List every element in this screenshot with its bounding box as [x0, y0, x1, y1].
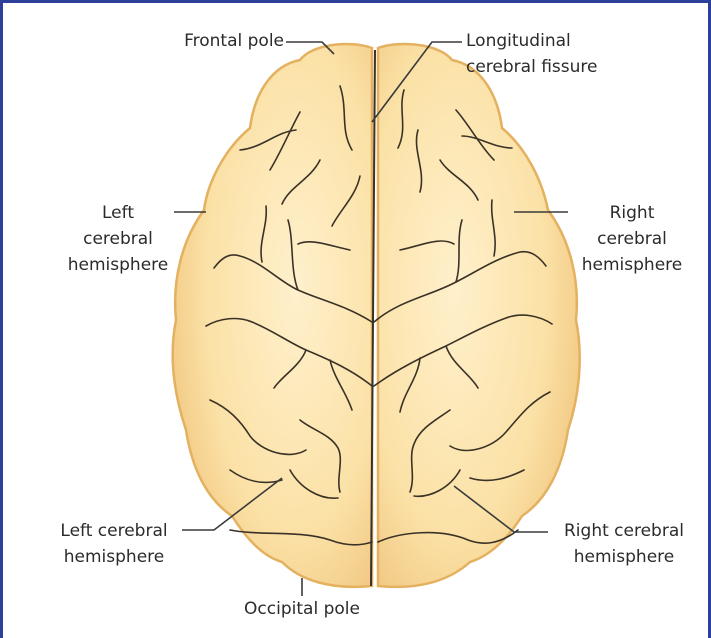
label-right-hemisphere-lower: Right cerebral hemisphere: [544, 518, 704, 570]
label-longitudinal-fissure: Longitudinal cerebral fissure: [466, 28, 666, 80]
label-occipital-pole: Occipital pole: [214, 596, 390, 622]
label-left-hemisphere-lower: Left cerebral hemisphere: [40, 518, 188, 570]
label-right-hemisphere-upper: Right cerebral hemisphere: [562, 200, 702, 278]
left-hemisphere-shape: [173, 44, 372, 587]
label-left-hemisphere-upper: Left cerebral hemisphere: [48, 200, 188, 278]
label-frontal-pole: Frontal pole: [150, 28, 284, 54]
